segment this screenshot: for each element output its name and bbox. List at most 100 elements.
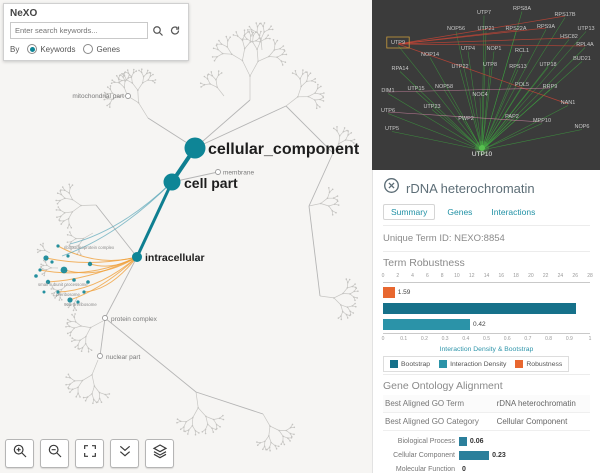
- ontology-node-label[interactable]: mitochondrial part: [72, 93, 124, 100]
- gene-node[interactable]: NOP14: [421, 52, 439, 58]
- collapse-button[interactable]: [110, 439, 139, 468]
- interaction-network-canvas[interactable]: UTP9 UTP7 RPS8A RPS17B NOP56 UTP21 RPS22A RPS9A…: [372, 0, 600, 170]
- tab-genes[interactable]: Genes: [447, 207, 473, 217]
- by-label: By: [10, 44, 20, 54]
- gene-node[interactable]: UTP4: [461, 46, 475, 52]
- search-panel: NeXO By Keywords Genes: [3, 3, 189, 61]
- zoom-out-button[interactable]: [40, 439, 69, 468]
- gene-node[interactable]: UTP7: [477, 10, 491, 16]
- close-circle-icon[interactable]: [383, 177, 400, 199]
- gene-node[interactable]: POL5: [515, 82, 529, 88]
- gene-node[interactable]: BUD21: [573, 56, 591, 62]
- ontology-node[interactable]: [102, 315, 108, 321]
- gene-node[interactable]: HSC82: [560, 34, 578, 40]
- gene-node[interactable]: NOC4: [472, 92, 487, 98]
- term-title: rDNA heterochromatin: [406, 180, 535, 196]
- row-value: rDNA heterochromatin: [496, 399, 576, 408]
- tab-summary[interactable]: Summary: [383, 204, 436, 220]
- cluster-node-label[interactable]: small subunit processome: [38, 282, 88, 287]
- ontology-node[interactable]: [163, 173, 181, 191]
- gene-node[interactable]: UTP21: [477, 26, 494, 32]
- bar-row: [383, 301, 590, 315]
- genes-radio-label: Genes: [96, 44, 121, 54]
- cluster-node-label[interactable]: 90S preribosome: [64, 302, 97, 307]
- gene-node[interactable]: NOP6: [575, 124, 590, 130]
- gene-node[interactable]: PWP2: [458, 116, 474, 122]
- gene-node[interactable]: UTP5: [385, 126, 399, 132]
- layers-button[interactable]: [145, 439, 174, 468]
- app-title: NeXO: [10, 8, 38, 19]
- gene-node[interactable]: UTP10: [472, 151, 493, 158]
- search-icon[interactable]: [151, 24, 165, 38]
- axis-tick: 10: [454, 273, 460, 279]
- search-input[interactable]: [10, 22, 148, 39]
- zoom-in-button[interactable]: [5, 439, 34, 468]
- bar-value-label: 0.42: [472, 320, 486, 328]
- ontology-node[interactable]: [125, 93, 131, 99]
- keywords-radio[interactable]: Keywords: [27, 44, 75, 54]
- ontology-node-label[interactable]: cellular_component: [208, 141, 360, 158]
- gene-node[interactable]: UTP23: [423, 104, 440, 110]
- genes-radio[interactable]: Genes: [83, 44, 120, 54]
- gene-node[interactable]: NOP58: [435, 84, 453, 90]
- ontology-node[interactable]: [184, 137, 206, 159]
- ontology-node-label[interactable]: membrane: [223, 170, 254, 177]
- gene-node[interactable]: UTP15: [407, 86, 424, 92]
- bar-row: 1.59: [383, 285, 590, 299]
- axis-tick: 0.3: [441, 336, 449, 342]
- tab-interactions[interactable]: Interactions: [491, 207, 536, 217]
- expand-icon: [82, 443, 98, 464]
- gene-node[interactable]: RPA14: [391, 66, 408, 72]
- ontology-node[interactable]: [97, 353, 103, 359]
- axis-tick: 24: [557, 273, 564, 279]
- ontology-node-label[interactable]: protein complex: [111, 316, 158, 323]
- axis-tick: 28: [587, 273, 593, 279]
- gene-node[interactable]: UTP6: [381, 108, 395, 114]
- gene-node[interactable]: RCL1: [515, 48, 529, 54]
- bar-row: 0.42: [383, 317, 590, 331]
- gene-node[interactable]: NOP1: [487, 46, 502, 52]
- ontology-node-label[interactable]: cell part: [184, 175, 238, 191]
- table-row: Best Aligned GO Category Cellular Compon…: [383, 413, 590, 431]
- gene-node[interactable]: UTP18: [539, 62, 556, 68]
- gene-node[interactable]: UTP9: [391, 40, 405, 46]
- ontology-node[interactable]: [132, 252, 142, 262]
- ontology-node-label[interactable]: nuclear part: [106, 354, 141, 361]
- cluster-node-label[interactable]: preribosome: [56, 292, 80, 297]
- bar: [383, 318, 470, 330]
- row-key: Best Aligned GO Term: [385, 399, 464, 408]
- zoom-in-icon: [12, 443, 28, 464]
- gene-node[interactable]: UTP13: [577, 26, 594, 32]
- gene-node[interactable]: RPL4A: [576, 42, 594, 48]
- fit-to-screen-button[interactable]: [75, 439, 104, 468]
- category-label: Molecular Function: [395, 466, 455, 473]
- gene-node[interactable]: DIM1: [381, 88, 394, 94]
- ontology-node-label[interactable]: intracellular: [145, 252, 205, 264]
- zoom-toolbar: [5, 439, 174, 468]
- gene-node[interactable]: UTP8: [483, 62, 497, 68]
- gene-node[interactable]: UTP22: [451, 64, 468, 70]
- legend-item: Interaction Density: [439, 360, 506, 368]
- axis-tick: 0.4: [462, 336, 470, 342]
- axis-tick: 0.7: [524, 336, 532, 342]
- gene-node[interactable]: RPS13: [509, 64, 526, 70]
- go-alignment-table: Best Aligned GO Term rDNA heterochromati…: [383, 395, 590, 431]
- gene-node[interactable]: RPS17B: [554, 12, 575, 18]
- gene-node[interactable]: NOP56: [447, 26, 465, 32]
- interaction-network-panel: UTP9 UTP7 RPS8A RPS17B NOP56 UTP21 RPS22A RPS9A…: [372, 0, 600, 170]
- gene-node[interactable]: MPP10: [533, 118, 551, 124]
- gene-node[interactable]: PAP2: [505, 114, 519, 120]
- refresh-icon[interactable]: [168, 24, 182, 38]
- gene-node[interactable]: RPS9A: [537, 24, 555, 30]
- gene-node[interactable]: RPS8A: [513, 6, 531, 12]
- gene-node[interactable]: RRP9: [543, 84, 558, 90]
- gene-node[interactable]: NAN1: [561, 100, 576, 106]
- gene-node[interactable]: RPS22A: [505, 26, 526, 32]
- legend-swatch: [390, 360, 398, 368]
- gene-cluster[interactable]: ribonucleoprotein complex small subunit p…: [34, 244, 115, 307]
- cluster-node-label[interactable]: ribonucleoprotein complex: [64, 245, 115, 250]
- ontology-node[interactable]: [215, 169, 221, 175]
